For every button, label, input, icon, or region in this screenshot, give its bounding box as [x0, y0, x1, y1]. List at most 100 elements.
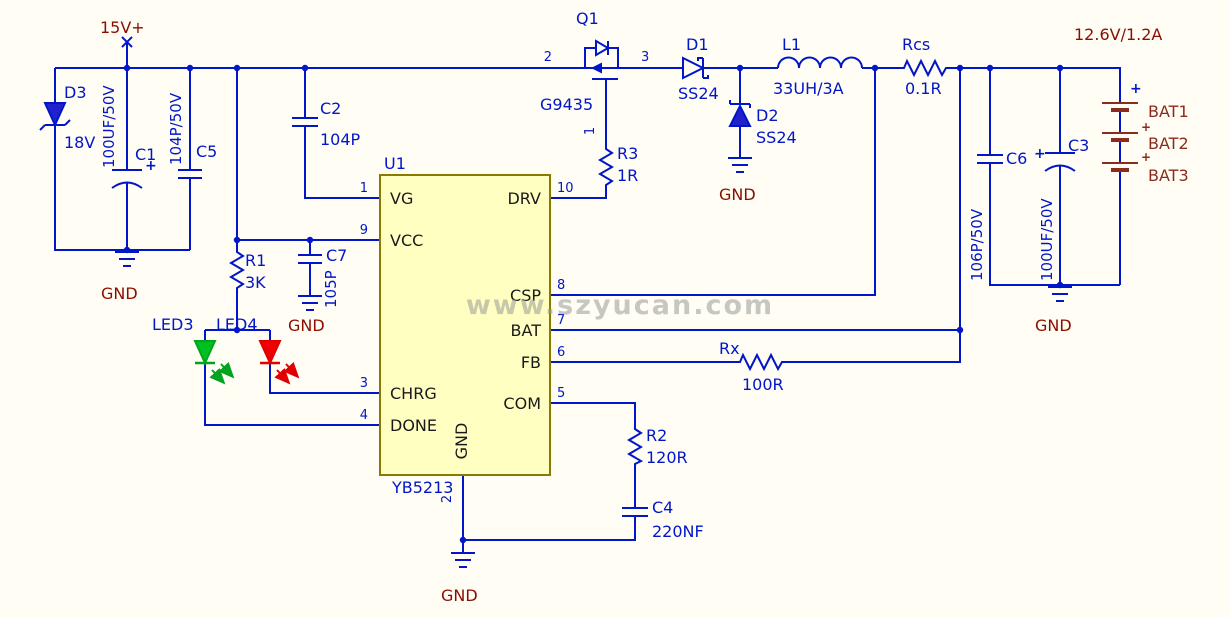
component-d1-schottky: D1 SS24: [678, 35, 719, 103]
r1-ref: R1: [245, 251, 266, 270]
gnd-label-c7: GND: [288, 316, 325, 335]
component-battery-stack: + + + BAT1 BAT2 BAT3: [1102, 81, 1189, 185]
c3-plus: +: [1034, 146, 1046, 162]
gnd-label-left: GND: [101, 284, 138, 303]
rcs-ref: Rcs: [902, 35, 930, 54]
q1-pinnum-3: 3: [641, 50, 649, 65]
rx-ref: Rx: [719, 339, 740, 358]
c1-ref: C1: [135, 145, 156, 164]
component-d2-schottky: D2 SS24: [728, 100, 797, 147]
gnd-label-ic: GND: [441, 586, 478, 605]
d1-value: SS24: [678, 84, 719, 103]
c4-ref: C4: [652, 498, 673, 517]
u1-pin-vcc: VCC: [390, 231, 423, 250]
u1-pinnum-9: 9: [360, 223, 368, 238]
component-c3-capacitor: + C3 100UF/50V: [1034, 136, 1089, 281]
u1-pinnum-2: 2: [440, 495, 455, 503]
d1-ref: D1: [686, 35, 709, 54]
junction-dots: [123, 64, 1064, 544]
battery-cell1-label: BAT1: [1148, 102, 1189, 121]
u1-pinnum-6: 6: [557, 345, 565, 360]
u1-pin-gnd: GND: [452, 423, 471, 460]
u1-pin-chrg: CHRG: [390, 384, 437, 403]
u1-pin-com: COM: [503, 394, 541, 413]
component-d3-zener-diode: D3 18V: [39, 83, 95, 152]
u1-pinnum-8: 8: [557, 278, 565, 293]
wires: [54, 36, 1121, 568]
r3-ref: R3: [617, 144, 638, 163]
u1-pinnum-1: 1: [360, 181, 368, 196]
u1-pin-bat: BAT: [511, 321, 542, 340]
component-c5-capacitor: C5 104P/50V: [167, 92, 217, 179]
component-c2-capacitor: C2 104P: [292, 99, 361, 149]
battery-plus: +: [1130, 81, 1142, 97]
l1-ref: L1: [782, 35, 801, 54]
led3-ref: LED3: [152, 315, 194, 334]
rx-value: 100R: [742, 375, 784, 394]
c5-value: 104P/50V: [167, 92, 185, 165]
c7-value: 105P: [322, 270, 340, 308]
c3-value: 100UF/50V: [1038, 198, 1056, 281]
d3-value: 18V: [64, 133, 95, 152]
net-label-vout: 12.6V/1.2A: [1074, 25, 1162, 44]
component-u1-ic: U1 YB5213 VG VCC CHRG DONE DRV CSP BAT F…: [360, 154, 574, 503]
gnd-label-d2: GND: [719, 185, 756, 204]
component-q1-mosfet: Q1 G9435 2 3 1: [540, 9, 649, 135]
battery-cell3-plus: +: [1141, 150, 1151, 164]
u1-pin-drv: DRV: [507, 189, 541, 208]
c7-ref: C7: [326, 246, 347, 265]
rcs-value: 0.1R: [905, 79, 942, 98]
u1-pinnum-3: 3: [360, 376, 368, 391]
battery-cell2-label: BAT2: [1148, 134, 1189, 153]
c2-ref: C2: [320, 99, 341, 118]
r2-ref: R2: [646, 426, 667, 445]
u1-pinnum-7: 7: [557, 313, 565, 328]
component-c1-capacitor: C1 + 100UF/50V: [100, 85, 157, 189]
q1-pinnum-1: 1: [583, 127, 598, 135]
gnd-label-right: GND: [1035, 316, 1072, 335]
component-rcs-resistor: Rcs 0.1R: [900, 35, 950, 98]
u1-pinnum-5: 5: [557, 386, 565, 401]
watermark: www.szyucan.com: [466, 290, 774, 321]
component-r2-resistor: R2 120R: [627, 425, 688, 468]
component-r3-resistor: R3 1R: [598, 144, 638, 190]
c3-ref: C3: [1068, 136, 1089, 155]
component-rx-resistor: Rx 100R: [719, 339, 790, 394]
u1-part: YB5213: [391, 478, 453, 497]
c6-value: 106P/50V: [968, 208, 986, 281]
c5-ref: C5: [196, 142, 217, 161]
c6-ref: C6: [1006, 149, 1027, 168]
battery-cell2-plus: +: [1141, 120, 1151, 134]
u1-pin-fb: FB: [521, 353, 541, 372]
component-r1-resistor: R1 3K: [229, 248, 266, 292]
u1-ref: U1: [384, 154, 406, 173]
component-led4-red: LED4: [216, 315, 300, 385]
q1-ref: Q1: [576, 9, 599, 28]
component-led3-green: LED3: [152, 315, 235, 385]
c4-value: 220NF: [652, 522, 704, 541]
net-label-vin: 15V+: [100, 18, 145, 37]
c2-value: 104P: [320, 130, 361, 149]
l1-value: 33UH/3A: [773, 79, 844, 98]
q1-part: G9435: [540, 95, 593, 114]
c1-plus: +: [145, 158, 157, 174]
component-l1-inductor: L1 33UH/3A: [773, 35, 863, 98]
d3-ref: D3: [64, 83, 87, 102]
q1-pinnum-2: 2: [544, 50, 552, 65]
component-c6-capacitor: C6 106P/50V: [968, 149, 1027, 281]
u1-pinnum-10: 10: [557, 181, 574, 196]
c1-value: 100UF/50V: [100, 85, 118, 168]
u1-pin-csp: CSP: [510, 286, 541, 305]
r3-value: 1R: [617, 166, 638, 185]
component-c7-capacitor: C7 105P: [298, 246, 347, 308]
r2-value: 120R: [646, 448, 688, 467]
u1-pinnum-4: 4: [360, 408, 368, 423]
component-c4-capacitor: C4 220NF: [622, 498, 704, 541]
battery-cell3-label: BAT3: [1148, 166, 1189, 185]
u1-pin-done: DONE: [390, 416, 437, 435]
r1-value: 3K: [245, 273, 266, 292]
d2-value: SS24: [756, 128, 797, 147]
u1-pin-vg: VG: [390, 189, 413, 208]
led4-ref: LED4: [216, 315, 258, 334]
